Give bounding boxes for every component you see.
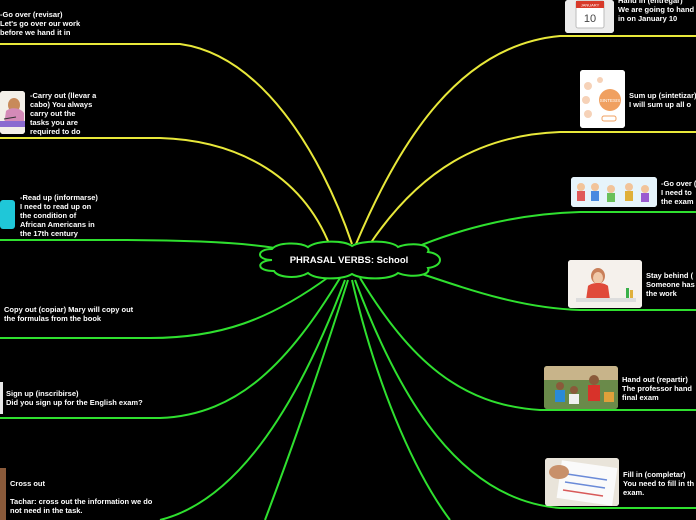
topic-go-over-left-text: -Go over (revisar) Let's go over our wor… [0,10,81,37]
cross-out-thumbnail [0,468,6,520]
branch-left-copy-out [0,275,331,339]
topic-hand-in[interactable]: Hand in (entregar) We are going to hand … [618,0,696,23]
central-topic-label: PHRASAL VERBS: School [289,254,409,266]
central-topic[interactable]: PHRASAL VERBS: School [252,240,446,280]
topic-copy-out-text: Copy out (copiar) Mary will copy out the… [4,305,134,323]
sum-up-thumbnail: SINTESIS [580,70,625,128]
branch-right-hand-out [359,277,696,411]
branch-left-carry-out [0,137,331,247]
branch-right-sum-up [369,131,696,245]
topic-sign-up-text: Sign up (inscribirse) Did you sign up fo… [6,389,143,407]
topic-stay-behind[interactable]: Stay behind ( Someone has the work [646,271,696,298]
topic-sign-up[interactable]: Sign up (inscribirse) Did you sign up fo… [6,389,176,407]
branch-left-bottom [264,279,349,520]
topic-stay-behind-text: Stay behind ( Someone has the work [646,271,695,298]
central-topic-cloud [259,240,441,280]
branch-left-go-over [0,43,353,245]
calendar-month-label: JANUARY [581,3,600,8]
topic-hand-in-text: Hand in (entregar) We are going to hand … [618,0,695,23]
topic-cross-out[interactable]: Cross out Tachar: cross out the informat… [10,479,180,515]
topic-fill-in[interactable]: Fill in (completar) You need to fill in … [623,470,696,497]
synthesis-label: SINTESIS [600,98,621,103]
topic-read-up-text: -Read up (informarse) I need to read up … [20,193,98,238]
go-over-right-thumbnail [571,177,657,207]
student-writing-icon [0,91,25,134]
topic-sum-up-text: Sum up (sintetizar) I will sum up all o [629,91,696,109]
read-up-thumbnail [0,200,15,229]
topic-fill-in-text: Fill in (completar) You need to fill in … [623,470,695,497]
fill-in-thumbnail [545,458,619,506]
branch-left-sign-up [0,277,341,419]
classroom-photo-icon [544,366,618,409]
branch-right-hand-in [355,35,696,245]
topic-go-over-left[interactable]: -Go over (revisar) Let's go over our wor… [0,10,110,37]
topic-go-over-right[interactable]: -Go over ( I need to the exam [661,179,696,206]
topic-cross-out-text: Cross out Tachar: cross out the informat… [10,479,153,515]
topic-hand-out[interactable]: Hand out (repartir) The professor hand f… [622,375,696,402]
topic-hand-out-text: Hand out (repartir) The professor hand f… [622,375,693,402]
branch-left-cross-out [159,279,346,520]
calendar-icon: JANUARY 10 [565,0,614,33]
calendar-thumbnail: JANUARY 10 [565,0,614,33]
topic-read-up[interactable]: -Read up (informarse) I need to read up … [20,193,110,238]
topic-go-over-right-text: -Go over ( I need to the exam [661,179,696,206]
filling-form-icon [545,458,619,506]
hand-out-thumbnail [544,366,618,409]
classroom-cartoon-icon [571,177,657,207]
sign-up-thumbnail [0,382,3,414]
branch-right-bottom [351,279,451,520]
topic-carry-out[interactable]: -Carry out (llevar a cabo) You always ca… [30,91,110,136]
branch-right-fill-in [354,279,696,509]
girl-studying-icon [568,260,642,308]
topic-copy-out[interactable]: Copy out (copiar) Mary will copy out the… [4,305,164,323]
topic-sum-up[interactable]: Sum up (sintetizar) I will sum up all o [629,91,696,109]
synthesis-diagram-icon: SINTESIS [580,70,625,128]
calendar-day-label: 10 [584,13,596,25]
topic-carry-out-text: -Carry out (llevar a cabo) You always ca… [30,91,97,136]
branch-left-read-up [0,239,286,251]
branch-right-go-over [404,211,696,253]
stay-behind-thumbnail [568,260,642,308]
carry-out-thumbnail [0,91,25,134]
branch-right-stay-behind [409,269,696,311]
